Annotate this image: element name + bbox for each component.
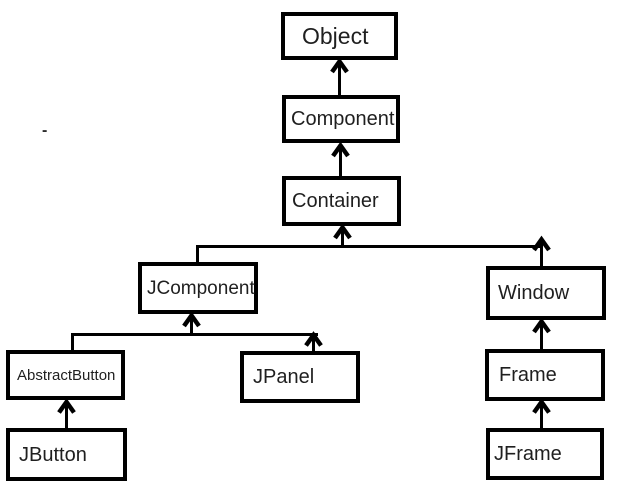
edge-jpanel-branch <box>304 331 323 352</box>
node-component: Component <box>282 95 400 143</box>
edge-branch-jcomponent <box>71 311 318 336</box>
edge-container-component <box>331 141 350 176</box>
edge-jbutton-abstractbutton <box>57 398 76 429</box>
node-frame-label: Frame <box>499 364 557 386</box>
stray-dash-mark: - <box>42 122 48 139</box>
edge-frame-window <box>532 317 551 350</box>
edge-branch-container <box>196 223 543 248</box>
node-frame: Frame <box>485 349 605 401</box>
node-jpanel: JPanel <box>240 351 360 403</box>
edge-window-branch <box>532 235 551 267</box>
node-jbutton-label: JButton <box>19 443 87 466</box>
node-window-label: Window <box>498 282 570 304</box>
node-object: Object <box>281 12 398 60</box>
node-object-label: Object <box>302 22 369 49</box>
node-component-label: Component <box>291 108 395 130</box>
node-jframe: JFrame <box>486 428 604 480</box>
node-abstractbutton-label: AbstractButton <box>17 366 116 384</box>
node-jcomponent-label: JComponent <box>147 277 255 299</box>
node-jframe-label: JFrame <box>494 443 562 465</box>
node-abstractbutton: AbstractButton <box>6 350 125 400</box>
node-container: Container <box>282 176 401 226</box>
node-jbutton: JButton <box>6 428 127 481</box>
node-window: Window <box>486 266 606 320</box>
edge-component-object <box>330 57 349 95</box>
edge-jframe-frame <box>532 398 551 429</box>
node-container-label: Container <box>292 190 379 212</box>
node-jcomponent: JComponent <box>138 262 258 314</box>
node-jpanel-label: JPanel <box>253 366 315 388</box>
